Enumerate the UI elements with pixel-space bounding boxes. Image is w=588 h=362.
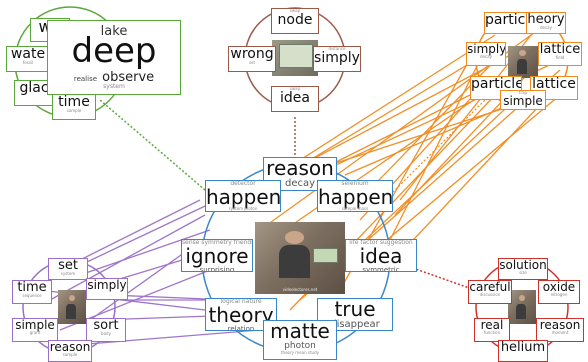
card-oxide[interactable]: oxide nitrogen	[538, 280, 580, 304]
card-careful[interactable]: careful discussion	[468, 280, 512, 304]
photo-watermark: videolectures.net	[282, 287, 318, 292]
card-happen-right[interactable]: selenium happen sample mass	[317, 180, 393, 212]
orange-lecture-photo	[508, 46, 538, 78]
card-time[interactable]: time sample	[52, 94, 96, 120]
card-matter[interactable]: matte photon theory mean study	[263, 320, 337, 360]
card-helium[interactable]: helium	[498, 340, 548, 362]
card-idea[interactable]: life factor suggestion idea symmetric	[345, 239, 417, 272]
card-wrong[interactable]: wrong set	[228, 46, 276, 72]
card-simple-purple[interactable]: simple grant	[12, 318, 58, 342]
card-idea-brown[interactable]: swap idea	[271, 86, 319, 112]
purple-lecture-photo	[58, 290, 86, 324]
card-wate[interactable]: wate fossil	[6, 46, 50, 72]
card-theory-orange[interactable]: heory decay	[526, 12, 566, 34]
link-green	[99, 99, 206, 191]
card-reason-purple[interactable]: reason sample	[48, 340, 92, 362]
card-solution[interactable]: solution size	[498, 258, 548, 280]
card-lattice-top[interactable]: lattice field	[538, 42, 582, 66]
card-node[interactable]: swap node	[271, 8, 319, 34]
link-orange-dotted	[389, 94, 491, 196]
card-ignore[interactable]: sense symmetry friendly ignore surprisin…	[181, 239, 253, 272]
card-real[interactable]: real function	[474, 318, 510, 342]
card-particle-top[interactable]: particle	[484, 12, 534, 34]
card-simple-orange[interactable]: trap simple	[500, 90, 546, 110]
card-simply[interactable]: distance simply	[313, 46, 361, 72]
card-lattice-bottom[interactable]: lattice	[530, 76, 578, 100]
link-red	[389, 259, 476, 291]
card-reason-red[interactable]: reason moment	[536, 318, 584, 342]
card-theory[interactable]: logical nature theory relation	[205, 298, 277, 331]
card-happen-left[interactable]: detector happen system proton	[205, 180, 281, 212]
center-lecture-photo: videolectures.net	[255, 222, 345, 294]
red-lecture-photo	[508, 290, 536, 324]
card-time-purple[interactable]: time sequence	[12, 280, 52, 304]
card-simply-orange[interactable]: simply decay	[466, 42, 506, 66]
card-deep[interactable]: lake deep realise observe system	[47, 20, 181, 95]
brown-lecture-photo	[272, 40, 318, 76]
card-set[interactable]: set system	[48, 258, 88, 280]
card-particle-bottom[interactable]: particle	[470, 76, 522, 100]
card-sort[interactable]: sort body	[86, 318, 126, 342]
card-simply-purple[interactable]: simply	[86, 278, 128, 300]
